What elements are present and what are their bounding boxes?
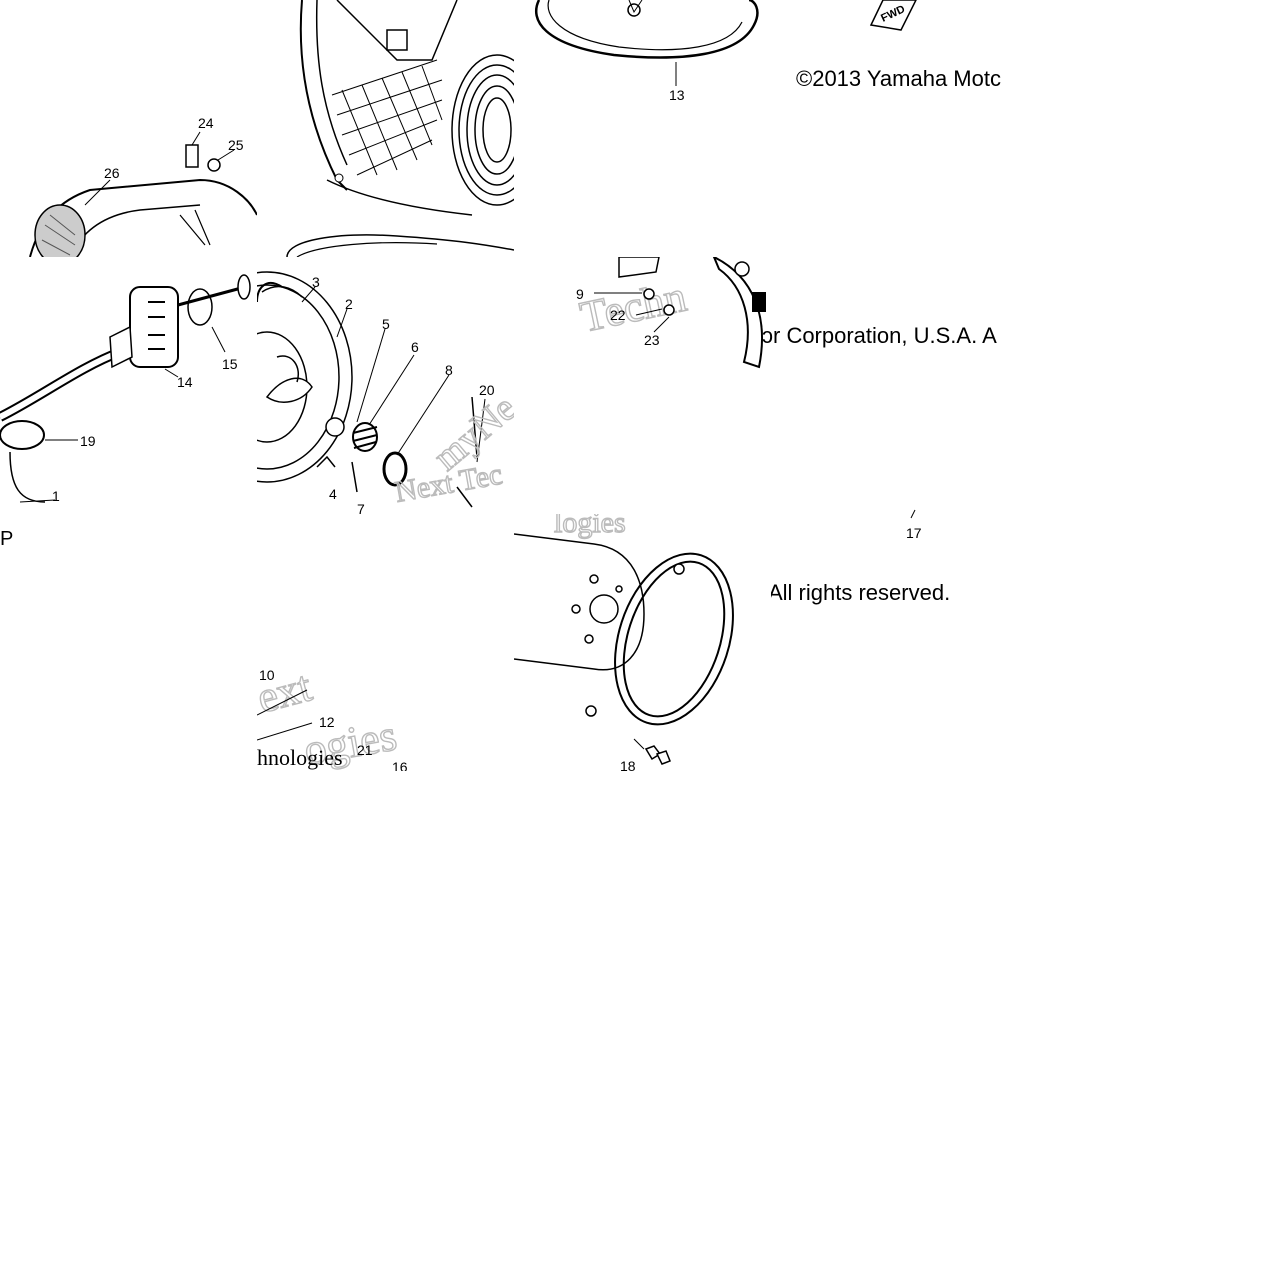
grommet-part-19 bbox=[0, 420, 45, 450]
watermark-nologies: hnologies bbox=[257, 745, 343, 770]
tile-copyright-top: FWD bbox=[771, 0, 1028, 257]
callout-p: P bbox=[0, 528, 14, 550]
washer-part-25 bbox=[207, 158, 221, 172]
callout-1: 1 bbox=[52, 488, 60, 504]
callout-13: 13 bbox=[669, 87, 685, 103]
tile-cylinder-ring: logies 18 bbox=[514, 514, 771, 771]
callout-25: 25 bbox=[228, 137, 244, 153]
callout-6: 6 bbox=[411, 339, 419, 355]
handle-part-14 bbox=[129, 286, 179, 368]
tile-rope-coil: 13 bbox=[514, 0, 771, 257]
callout-18: 18 bbox=[620, 758, 636, 771]
tile-bracket: Techn 9 22 23 bbox=[514, 257, 771, 514]
clip-part-8 bbox=[382, 451, 408, 487]
callout-8: 8 bbox=[445, 362, 453, 378]
callout-3: 3 bbox=[312, 274, 320, 290]
callout-4: 4 bbox=[329, 486, 337, 502]
washer-part-5 bbox=[325, 417, 345, 437]
callout-12: 12 bbox=[319, 714, 335, 730]
tile-starter-handle: 15 14 19 1 bbox=[0, 257, 257, 514]
fwd-arrow-icon bbox=[869, 0, 917, 31]
guide-part-15 bbox=[187, 288, 213, 326]
callout-7: 7 bbox=[357, 501, 365, 514]
callout-9: 9 bbox=[576, 286, 584, 302]
callout-26: 26 bbox=[104, 165, 120, 181]
callout-21: 21 bbox=[357, 742, 373, 758]
callout-16: 16 bbox=[392, 759, 408, 771]
bolt-part-24 bbox=[185, 144, 199, 168]
callout-5: 5 bbox=[382, 316, 390, 332]
callout-19: 19 bbox=[80, 433, 96, 449]
callout-20: 20 bbox=[479, 382, 495, 398]
tile-cover-top-left: 24 25 26 bbox=[0, 0, 257, 257]
tile-pulley-assembly: 3 2 5 6 8 20 4 7 Next Tec myNe bbox=[257, 257, 514, 514]
tile-fragment-17: 17 bbox=[906, 509, 922, 541]
callout-22: 22 bbox=[610, 307, 626, 323]
watermark-logies-a: logies bbox=[554, 514, 626, 539]
callout-23: 23 bbox=[644, 332, 660, 348]
callout-2: 2 bbox=[345, 296, 353, 312]
callout-10: 10 bbox=[259, 667, 275, 683]
callout-24: 24 bbox=[198, 115, 214, 131]
copyright-line-2: ɔr Corporation, U.S.A. A bbox=[762, 323, 997, 348]
callout-14: 14 bbox=[177, 374, 193, 390]
cap-part-26 bbox=[34, 204, 86, 257]
tile-watermark-logos: ext ogies hnologies 10 12 21 16 bbox=[257, 645, 514, 771]
copyright-line-1: ©2013 Yamaha Motc bbox=[796, 66, 1001, 91]
callout-15: 15 bbox=[222, 356, 238, 372]
tile-recoil-housing bbox=[257, 0, 514, 257]
callout-17: 17 bbox=[906, 525, 922, 541]
copyright-line-3: All rights reserved. bbox=[768, 580, 951, 605]
